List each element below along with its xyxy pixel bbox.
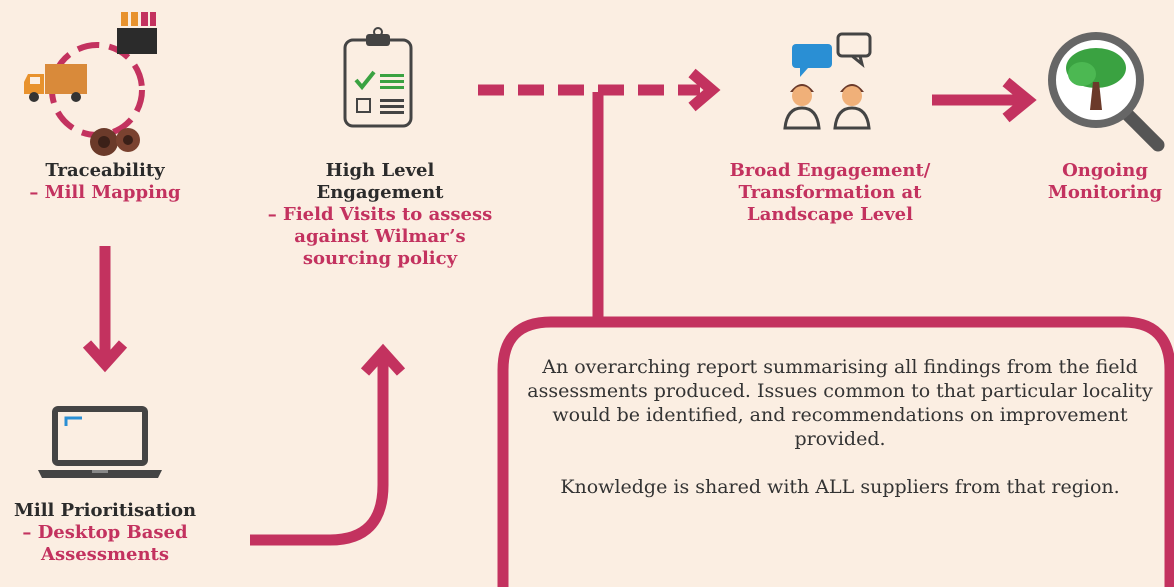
mill-prioritisation-sub-line-2: Assessments: [41, 544, 169, 565]
broad-engagement-label: Broad Engagement/ Transformation at Land…: [700, 160, 960, 226]
arrow-to-monitoring: [932, 77, 1037, 123]
arrow-down: [82, 246, 128, 373]
curved-arrow-up: [250, 343, 406, 546]
broad-line-2: Transformation at: [738, 182, 922, 203]
truck-fruit-cycle-icon: [24, 12, 157, 156]
broad-line-3: Landscape Level: [747, 204, 913, 225]
high-level-sub-line-3: sourcing policy: [302, 248, 458, 269]
clipboard-checklist-icon: [343, 27, 413, 128]
report-paragraph-1: An overarching report summarising all fi…: [527, 356, 1153, 450]
report-paragraph-2: Knowledge is shared with ALL suppliers f…: [560, 476, 1120, 498]
monitoring-line-1: Ongoing: [1062, 160, 1148, 181]
ongoing-monitoring-label: Ongoing Monitoring: [1036, 160, 1174, 204]
high-level-title-line-1: High Level: [325, 160, 435, 181]
traceability-label: Traceability – Mill Mapping: [20, 160, 190, 204]
laptop-icon: [38, 406, 162, 478]
magnifier-tree-icon: [1048, 32, 1165, 152]
dashed-arrow: [478, 68, 721, 112]
mill-prioritisation-sub-line-1: – Desktop Based: [22, 522, 188, 543]
report-box-border: [497, 316, 1174, 587]
traceability-title: Traceability: [45, 160, 165, 181]
mill-prioritisation-title: Mill Prioritisation: [13, 500, 197, 521]
mill-prioritisation-label: Mill Prioritisation – Desktop Based Asse…: [0, 500, 210, 566]
people-discussion-icon: [783, 32, 872, 130]
broad-line-1: Broad Engagement/: [729, 160, 931, 181]
high-level-sub-line-1: – Field Visits to assess: [267, 204, 493, 225]
traceability-subtitle: – Mill Mapping: [29, 182, 181, 203]
report-box-text: An overarching report summarising all fi…: [520, 355, 1160, 499]
high-level-title-line-2: Engagement: [316, 182, 444, 203]
monitoring-line-2: Monitoring: [1047, 182, 1163, 203]
high-level-sub-line-2: against Wilmar’s: [294, 226, 466, 247]
high-level-engagement-label: High Level Engagement – Field Visits to …: [240, 160, 520, 270]
